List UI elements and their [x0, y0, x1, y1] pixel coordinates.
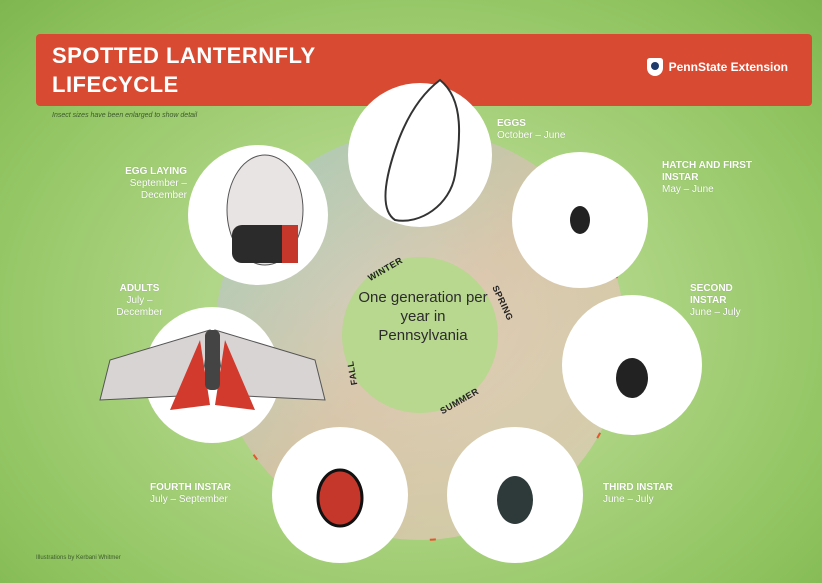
- stage-dates: July – December: [112, 295, 167, 319]
- label-first-instar: HATCH AND FIRST INSTAR May – June: [662, 160, 752, 196]
- stage-circle-second-instar: [562, 295, 702, 435]
- stage-circle-eggs: [348, 80, 492, 227]
- stage-dates: September – December: [107, 178, 187, 202]
- illustration-credit: Illustrations by Kerbani Whitmer: [36, 555, 121, 561]
- label-eggs: EGGS October – June: [497, 118, 565, 142]
- stage-name: SECOND INSTAR: [690, 283, 760, 307]
- stage-name: ADULTS: [112, 283, 167, 295]
- stage-dates: May – June: [662, 184, 752, 196]
- stage-name: EGG LAYING: [107, 166, 187, 178]
- stage-name: THIRD INSTAR: [603, 482, 673, 494]
- stage-dates: June – July: [690, 307, 760, 319]
- label-third-instar: THIRD INSTAR June – July: [603, 482, 673, 506]
- third-instar-nymph-icon: [497, 476, 533, 524]
- second-instar-nymph-icon: [616, 358, 648, 398]
- stage-dates: October – June: [497, 130, 565, 142]
- fourth-instar-nymph-icon: [318, 470, 362, 526]
- stage-name: FOURTH INSTAR: [150, 482, 231, 494]
- stage-circle-first-instar: [512, 152, 648, 288]
- stage-circle-third-instar: [447, 427, 583, 563]
- stage-circle-fourth-instar: [272, 427, 408, 563]
- stage-name: EGGS: [497, 118, 565, 130]
- label-egg-laying: EGG LAYING September – December: [107, 166, 187, 202]
- label-adults: ADULTS July – December: [112, 283, 167, 319]
- label-fourth-instar: FOURTH INSTAR July – September: [150, 482, 231, 506]
- stage-dates: July – September: [150, 494, 231, 506]
- first-instar-nymph-icon: [570, 206, 590, 234]
- stage-dates: June – July: [603, 494, 673, 506]
- center-text: One generation per year in Pennsylvania: [355, 288, 491, 345]
- stage-name: HATCH AND FIRST INSTAR: [662, 160, 752, 184]
- stage-circle-egg-laying: [188, 145, 328, 285]
- label-second-instar: SECOND INSTAR June – July: [690, 283, 760, 319]
